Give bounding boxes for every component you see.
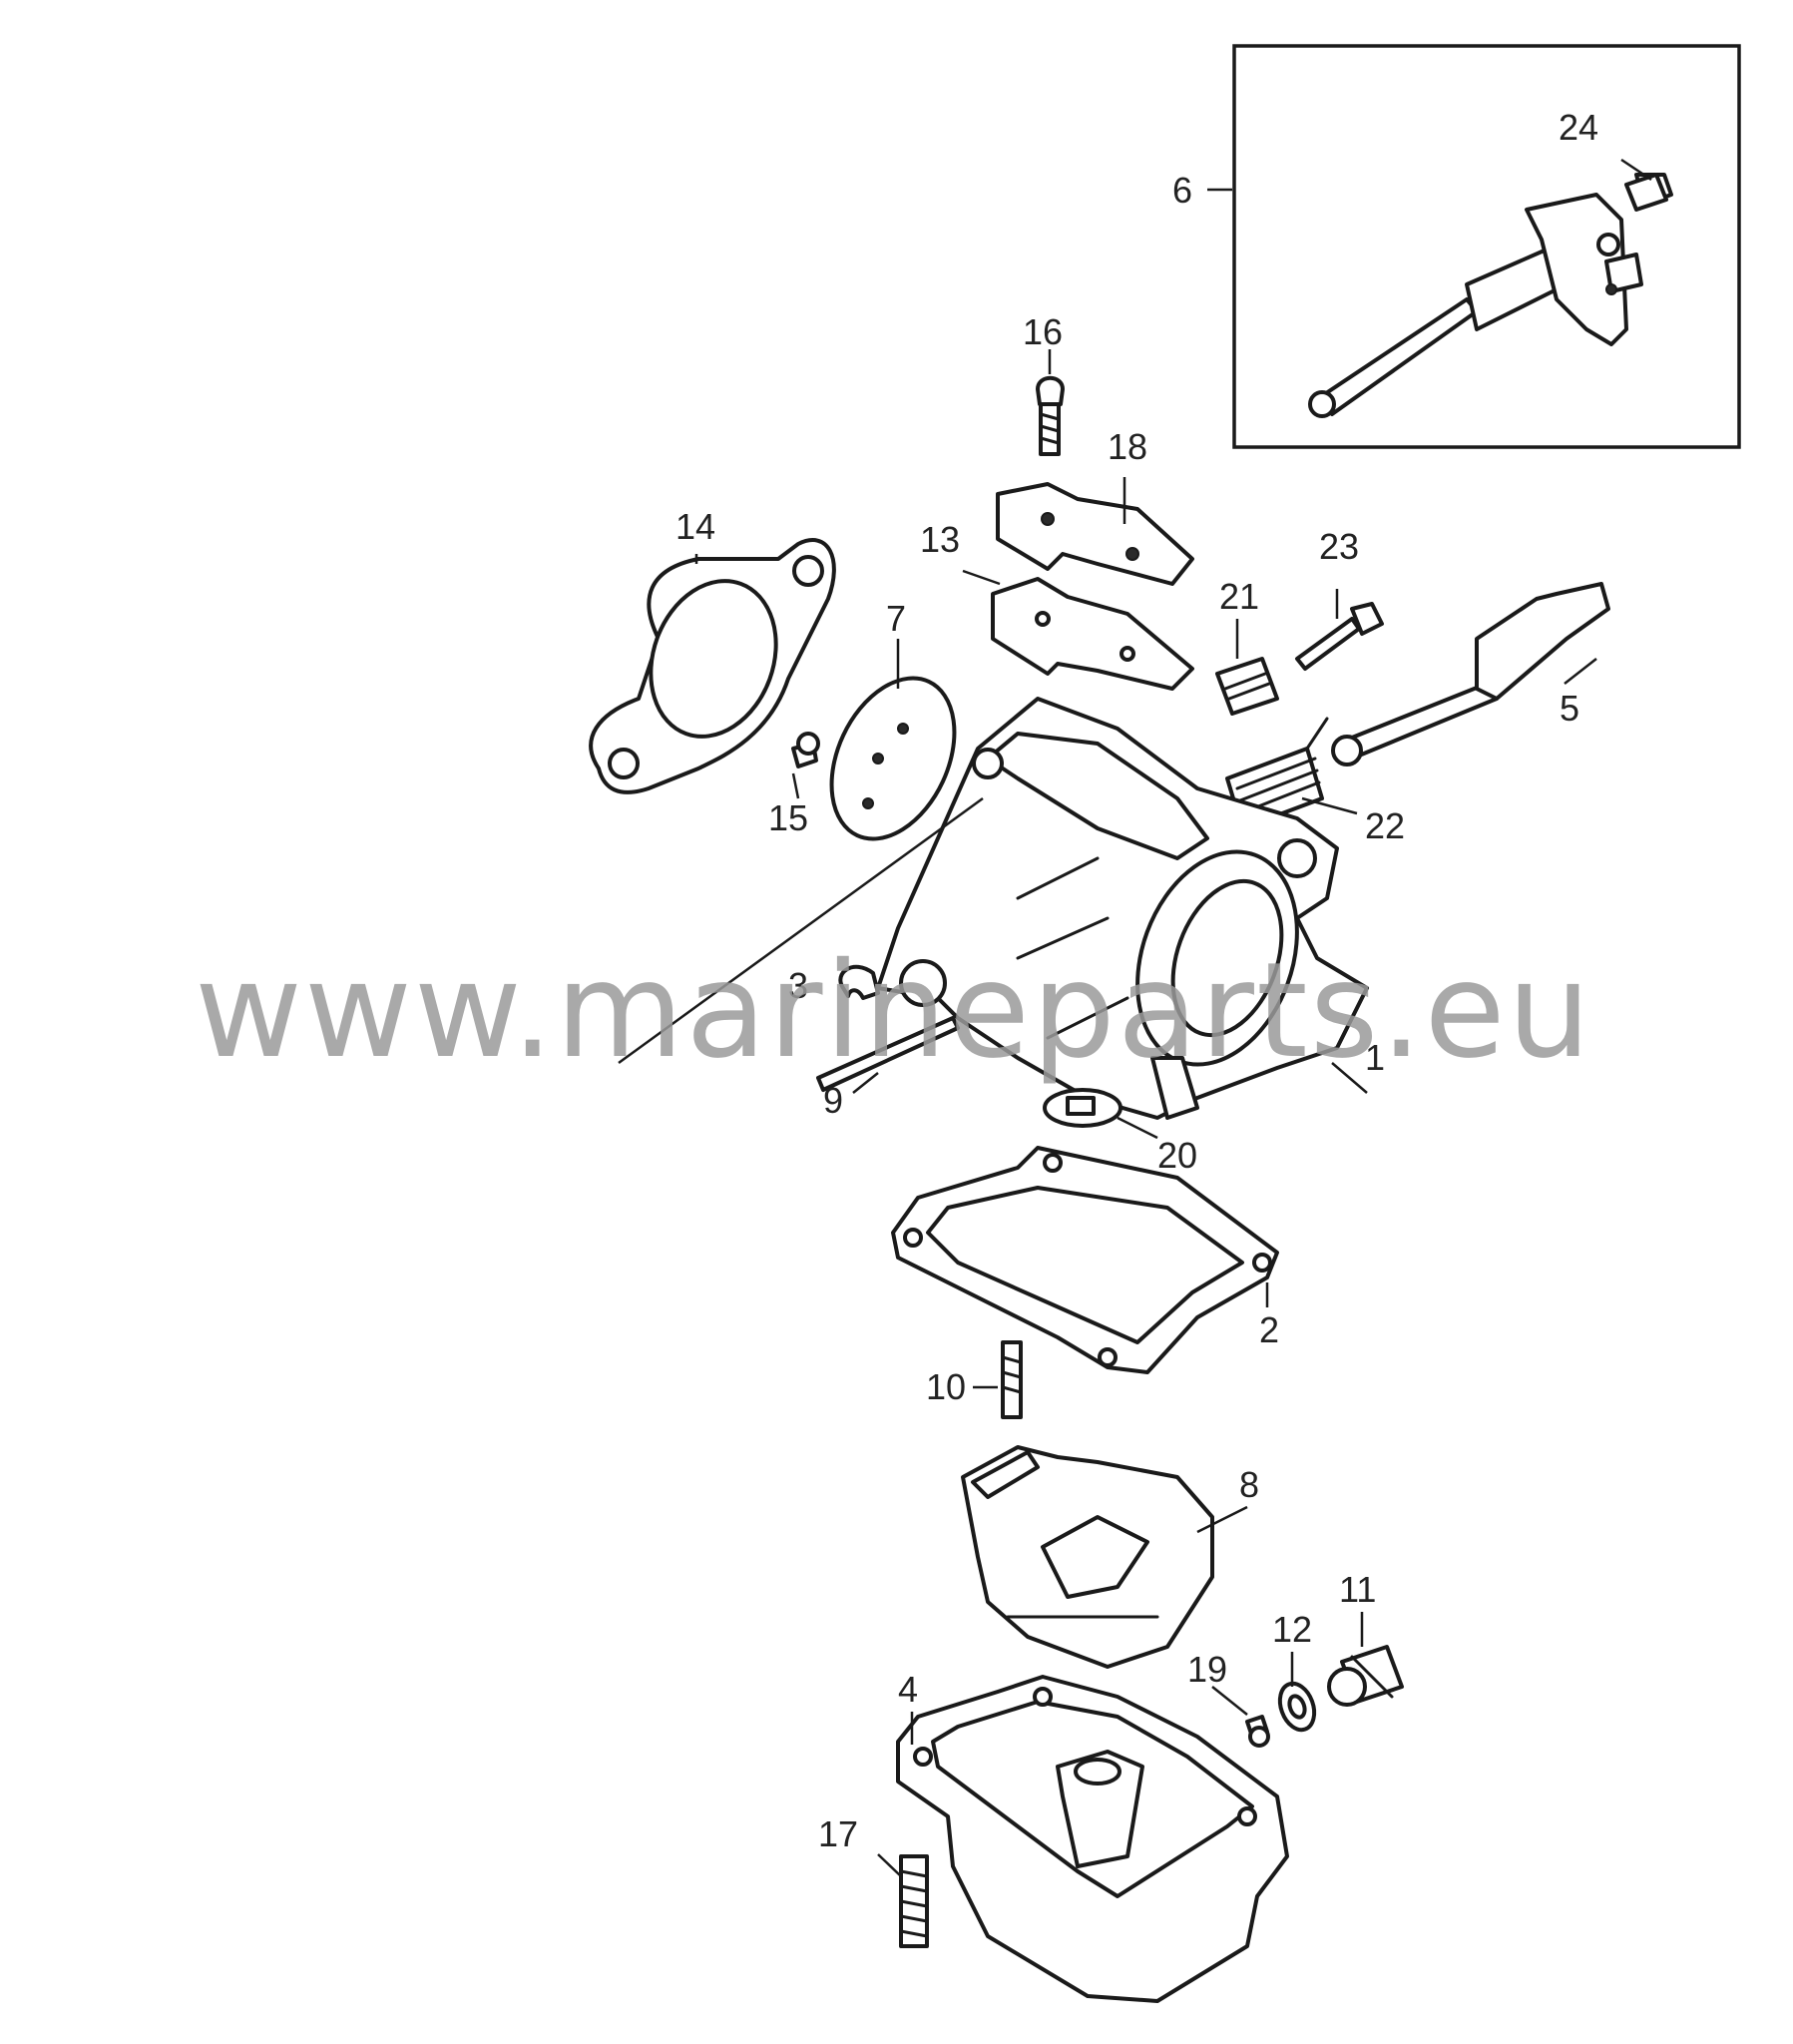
callout-10: 10 [926,1366,966,1407]
callout-24: 24 [1559,107,1598,148]
washer-part-20 [1043,1088,1122,1128]
jet-part-10 [1001,1340,1023,1419]
carburetor-body-part-1 [876,697,1369,1120]
callout-16: 16 [1023,311,1063,352]
callout-5: 5 [1560,688,1579,729]
screw-part-19 [1245,1715,1270,1748]
bowl-gasket-part-2 [891,1146,1279,1374]
screw-part-17 [899,1854,929,1948]
callout-11: 11 [1339,1569,1376,1610]
screw-part-24 [1624,173,1668,212]
washer-part-12 [1277,1681,1317,1733]
drain-plug-part-11 [1327,1645,1404,1707]
callout-15: 15 [768,797,808,838]
spring-part-21 [1215,657,1279,716]
cover-plate-part-18 [996,482,1194,586]
callout-4: 4 [898,1669,918,1710]
callout-22: 22 [1365,805,1405,846]
callout-1: 1 [1365,1037,1385,1078]
callout-3: 3 [788,965,808,1006]
watermark-text: www.marineparts.eu [195,934,1592,1088]
callout-20: 20 [1157,1135,1197,1176]
callout-12: 12 [1272,1609,1312,1650]
float-part-8 [961,1445,1214,1669]
clip-part-3 [838,964,880,1000]
pin-part-9 [816,1016,960,1092]
callout-21: 21 [1219,576,1259,617]
callout-7: 7 [886,598,906,639]
callout-19: 19 [1187,1649,1227,1690]
callout-17: 17 [818,1813,858,1854]
callout-6: 6 [1172,170,1192,211]
callout-13: 13 [920,519,960,560]
callout-labels: 6 24 16 18 13 14 7 21 23 5 22 15 3 1 9 2… [675,107,1598,1854]
inset-panel [1232,44,1741,449]
screw-part-23 [1295,602,1384,671]
flange-gasket-part-14 [589,538,836,794]
callout-8: 8 [1239,1464,1259,1505]
callout-2: 2 [1259,1309,1279,1350]
callout-23: 23 [1319,526,1359,567]
gasket-plate-part-13 [991,577,1194,691]
diaphragm-part-7 [829,676,957,841]
screw-part-15 [791,732,820,768]
callout-9: 9 [823,1080,843,1121]
throttle-lever-inset [1308,173,1673,418]
float-bowl-part-4 [896,1675,1289,2003]
throttle-shaft-part-5 [1331,582,1610,766]
callout-18: 18 [1108,426,1147,467]
leader-lines [694,158,1652,1877]
callout-14: 14 [675,506,715,547]
screw-part-16 [1036,375,1065,456]
